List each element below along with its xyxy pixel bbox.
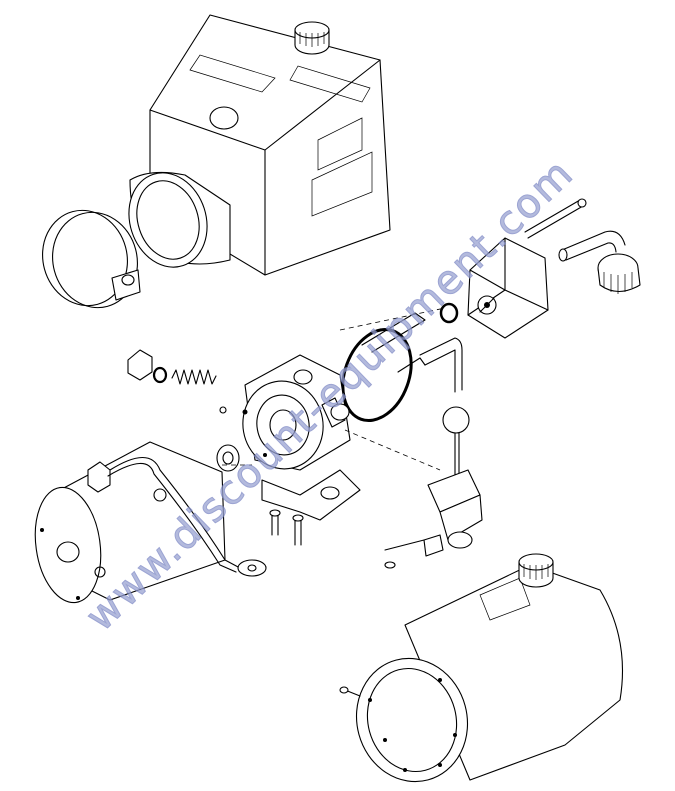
- motor-mounting-bracket: [261, 469, 361, 546]
- assembly-guide-lines: [222, 307, 446, 471]
- o-ring-large: [341, 327, 413, 423]
- release-valve-lever: [384, 406, 483, 569]
- suction-tube-fitting: [558, 230, 641, 294]
- o-ring-small: [439, 302, 459, 324]
- pump-gear-housing: [467, 198, 587, 339]
- electric-motor: [34, 441, 267, 604]
- suction-tube: [361, 312, 463, 393]
- reservoir-tank-upper: [128, 14, 391, 276]
- center-manifold-block: [216, 354, 351, 472]
- hose-clamp: [42, 209, 141, 309]
- cylindrical-reservoir-tank: [339, 553, 624, 783]
- relief-valve-spring-set: [127, 349, 227, 414]
